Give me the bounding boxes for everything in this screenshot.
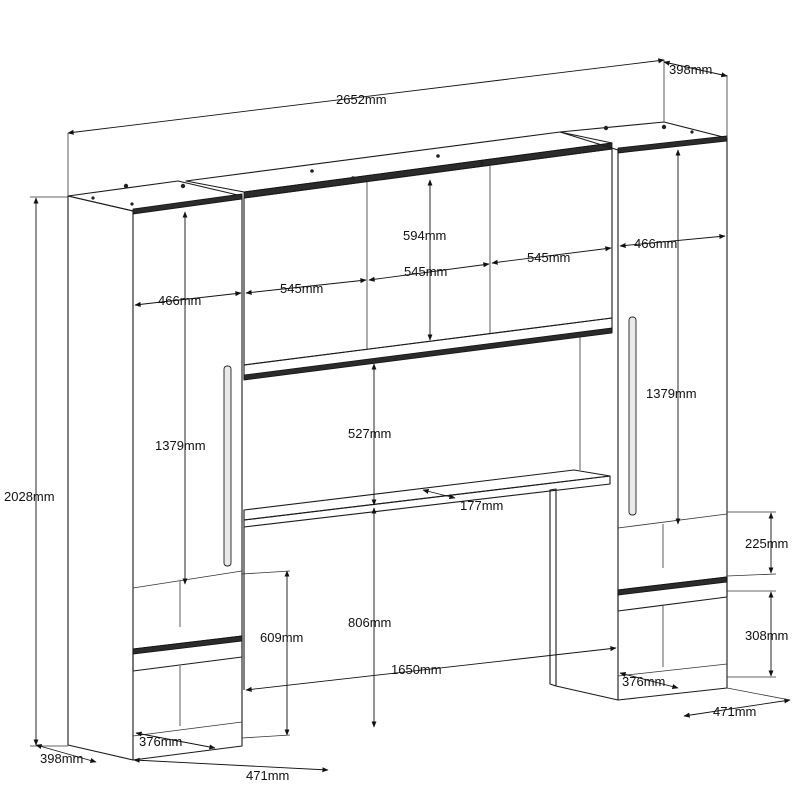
label-middle-opening: 527mm <box>348 426 391 441</box>
left-door-handle <box>223 365 232 567</box>
dim-desk-depth <box>422 488 456 500</box>
dim-left-base-inner <box>135 731 216 750</box>
label-left-door-height: 1379mm <box>155 438 206 453</box>
label-total-width: 2652mm <box>336 92 387 107</box>
ext-left-lower-bottom <box>241 734 291 739</box>
dim-right-base-inner <box>619 671 679 690</box>
left-cabinet-side <box>67 195 134 761</box>
label-desk-depth: 177mm <box>460 498 503 513</box>
label-right-door-height: 1379mm <box>646 386 697 401</box>
furniture-outline <box>67 121 728 761</box>
label-lower-opening: 806mm <box>348 615 391 630</box>
label-left-base-inner: 376mm <box>139 734 182 749</box>
dim-top-box-1 <box>245 278 367 295</box>
left-cabinet <box>67 180 243 761</box>
label-depth-top: 398mm <box>669 62 712 77</box>
label-left-base-depth: 471mm <box>246 768 289 783</box>
desk-shelf <box>243 469 619 701</box>
label-left-width: 466mm <box>158 293 201 308</box>
left-top-pin-2 <box>180 183 186 189</box>
label-top-box-3: 545mm <box>527 250 570 265</box>
bridge-pin-4 <box>480 161 484 165</box>
right-cabinet <box>559 121 728 701</box>
dimension-labels: 2652mm 398mm 2028mm 398mm 466mm 1379mm 6… <box>4 62 788 783</box>
dim-top-box-3 <box>491 246 612 265</box>
ext-right-niche-mid <box>726 573 777 577</box>
left-top-pin-1 <box>123 183 129 189</box>
bridge-under-edge <box>243 327 613 381</box>
right-cabinet-top-edge <box>617 135 728 154</box>
label-right-upper-niche: 225mm <box>745 536 788 551</box>
right-top-pin-2 <box>661 124 667 130</box>
ext-right-base <box>726 687 791 701</box>
left-top-pin-4 <box>91 196 95 200</box>
label-top-box-height: 594mm <box>403 228 446 243</box>
right-top-pin-1 <box>603 125 609 131</box>
top-bridge-unit <box>185 131 613 470</box>
desk-front-edge <box>243 475 611 528</box>
dim-depth-bottom-left <box>35 744 97 763</box>
dim-depth-top <box>663 60 728 78</box>
right-door-handle <box>628 316 637 516</box>
label-top-box-2: 545mm <box>404 264 447 279</box>
label-top-box-1: 545mm <box>280 281 323 296</box>
right-door-bottom <box>617 513 728 529</box>
right-top-pin-3 <box>606 143 610 147</box>
label-right-width: 466mm <box>634 236 677 251</box>
dim-total-width <box>67 58 665 135</box>
label-depth-bottom-left: 398mm <box>40 751 83 766</box>
dimension-lines <box>30 58 791 773</box>
left-top-pin-3 <box>130 202 134 206</box>
bridge-pin-1 <box>310 169 314 173</box>
dim-right-width <box>619 234 726 248</box>
label-left-lower-height: 609mm <box>260 630 303 645</box>
bridge-pin-3 <box>436 154 440 158</box>
bridge-top-surface <box>185 131 613 193</box>
label-right-lower-niche: 308mm <box>745 628 788 643</box>
left-cabinet-top-edge <box>132 193 243 215</box>
right-top-pin-4 <box>690 130 694 134</box>
dim-left-width <box>134 291 242 307</box>
label-right-base-depth: 471mm <box>713 704 756 719</box>
desk-leg <box>549 488 557 687</box>
left-cabinet-door-bottom <box>132 570 243 589</box>
bridge-top-edge <box>243 142 613 199</box>
desk-leg-base <box>555 685 619 701</box>
right-cabinet-front <box>617 138 728 701</box>
label-right-base-inner: 376mm <box>622 674 665 689</box>
dim-bridge-width <box>245 646 617 692</box>
ext-left-lower-top <box>241 570 291 575</box>
desk-top <box>243 469 611 521</box>
right-drawer-edge <box>617 576 728 596</box>
label-total-height: 2028mm <box>4 489 55 504</box>
label-bridge-width: 1650mm <box>391 662 442 677</box>
left-drawer-edge <box>132 635 243 655</box>
bridge-pin-2 <box>351 176 355 180</box>
dim-right-base-depth <box>683 698 791 718</box>
dim-left-base-depth <box>133 757 329 773</box>
